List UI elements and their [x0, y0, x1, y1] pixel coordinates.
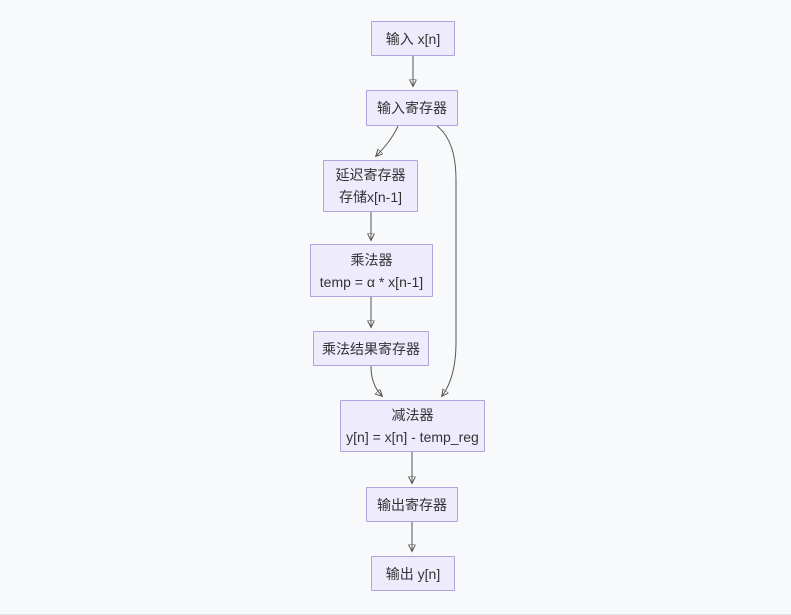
node-input-register: 输入寄存器	[366, 90, 458, 126]
edge-input-register-to-delay-register	[376, 125, 399, 156]
node-subtractor-sublabel: y[n] = x[n] - temp_reg	[346, 429, 479, 445]
node-multiplier: 乘法器 temp = α * x[n-1]	[310, 244, 433, 297]
node-mult-result-register-label: 乘法结果寄存器	[322, 340, 420, 357]
node-output: 输出 y[n]	[371, 556, 455, 591]
node-output-register-label: 输出寄存器	[377, 496, 447, 513]
node-output-label: 输出 y[n]	[385, 565, 441, 582]
node-subtractor-label: 减法器	[391, 407, 434, 423]
edge-mult-result-register-to-subtractor	[370, 365, 382, 396]
edge-input-register-to-subtractor-bypass	[436, 125, 457, 396]
node-delay-register-label: 延迟寄存器	[335, 167, 406, 183]
node-subtractor: 减法器 y[n] = x[n] - temp_reg	[340, 400, 485, 452]
node-multiplier-label: 乘法器	[350, 251, 393, 268]
node-input-register-label: 输入寄存器	[377, 100, 447, 116]
node-delay-register-sublabel: 存储x[n-1]	[338, 189, 402, 205]
node-delay-register: 延迟寄存器 存储x[n-1]	[323, 160, 418, 212]
node-output-register: 输出寄存器	[366, 487, 458, 522]
node-multiplier-sublabel: temp = α * x[n-1]	[319, 273, 424, 290]
node-input: 输入 x[n]	[371, 21, 455, 56]
node-input-label: 输入 x[n]	[385, 30, 441, 47]
node-mult-result-register: 乘法结果寄存器	[313, 331, 429, 366]
